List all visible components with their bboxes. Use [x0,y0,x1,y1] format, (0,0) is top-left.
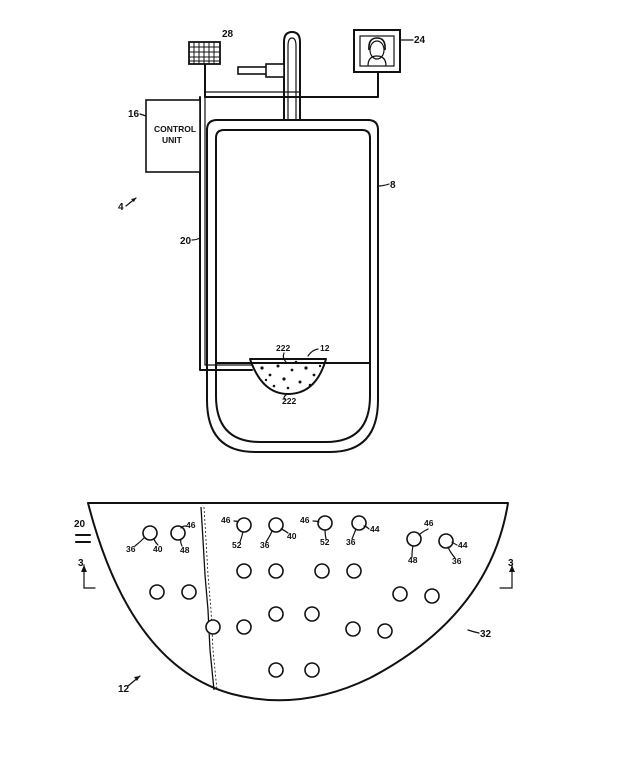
ref-3-right: 3 [508,558,514,569]
ref-12-bottom: 12 [118,684,130,695]
hole-label: 52 [232,540,242,550]
hole-label: 48 [180,545,190,555]
ref-8: 8 [390,180,396,191]
ref-32: 32 [480,629,492,640]
signal-line [204,71,379,98]
nozzle-coupling [265,63,285,78]
hole-label: 36 [260,540,270,550]
hole-label: 40 [287,531,297,541]
ref-24: 24 [414,35,426,46]
hole-label: 36 [346,537,356,547]
hole [236,619,252,635]
section-mark-right [499,564,513,589]
monitor-face-icon [353,29,401,73]
feed-line-20 [199,96,253,371]
ref-222-a: 222 [276,343,290,353]
figure-top: CONTROL UNIT 16 28 24 8 4 20 222 12 222 [118,29,426,453]
ref-8-leader [377,183,390,187]
section-mark-left [83,564,96,589]
break-line [200,506,215,691]
ref-4: 4 [118,202,124,213]
hole-label: 46 [424,518,434,528]
ref-28: 28 [222,29,234,40]
hole [392,586,408,602]
hole [304,606,320,622]
hole [268,662,284,678]
hole-label-leaders [134,520,458,559]
hole [438,533,454,549]
mesh-block-icon [188,41,221,65]
hole [317,515,333,531]
ref-12-arrowhead [134,676,140,681]
hole-label: 44 [370,524,380,534]
vent-pipe [283,31,301,121]
ref-20-bottom: 20 [74,519,86,530]
hole [304,662,320,678]
hole [424,588,440,604]
section-arrow-right [509,565,515,572]
control-unit-label-2: UNIT [162,135,183,145]
ref-4-arrowhead [131,198,136,202]
feed-line-20-inner [204,96,253,366]
hole-label: 36 [452,556,462,566]
holes [142,515,454,678]
side-nozzle [237,66,269,75]
crucible-basket [249,358,327,395]
hole-label: 48 [408,555,418,565]
hole-label: 44 [458,540,468,550]
hole-label: 40 [153,544,163,554]
control-unit-label-1: CONTROL [154,124,196,134]
hole [377,623,393,639]
control-unit-box [145,99,201,173]
hole [181,584,197,600]
hole [406,531,422,547]
ref-3-left: 3 [78,558,84,569]
hole-label: 46 [221,515,231,525]
ref-222-a-leader [282,352,287,363]
ref-12-top-leader [307,348,319,357]
hole [205,619,221,635]
section-arrow-left [81,565,87,572]
hole-label: 52 [320,537,330,547]
hole-label: 36 [126,544,136,554]
hole-label: 46 [300,515,310,525]
hole [268,563,284,579]
hole [268,517,284,533]
hole [346,563,362,579]
figure-bottom: 20 3 3 [74,502,515,702]
hole [170,525,186,541]
hole [142,525,158,541]
hole [314,563,330,579]
basket-particles [260,360,322,390]
hole [149,584,165,600]
ref-16: 16 [128,109,140,120]
ref-16-leader [139,113,147,117]
ref-12-top: 12 [320,343,330,353]
break-line-hatch [203,506,218,691]
hole-labels: 36 40 46 48 46 52 36 40 46 52 36 44 46 4… [126,515,468,566]
hole-label: 46 [186,520,196,530]
hole [236,517,252,533]
ref-32-leader [467,629,480,634]
hole [268,606,284,622]
hole [351,515,367,531]
ref-20-top: 20 [180,236,192,247]
hole [345,621,361,637]
ref-222-b: 222 [282,396,296,406]
vessel-inner [215,129,371,443]
perforated-plate [87,502,509,702]
vessel-outer [206,119,379,453]
ref-222-b-leader [283,394,287,401]
ref-20-leader [191,237,201,241]
vent-pipe-inner [287,37,297,121]
hole [236,563,252,579]
